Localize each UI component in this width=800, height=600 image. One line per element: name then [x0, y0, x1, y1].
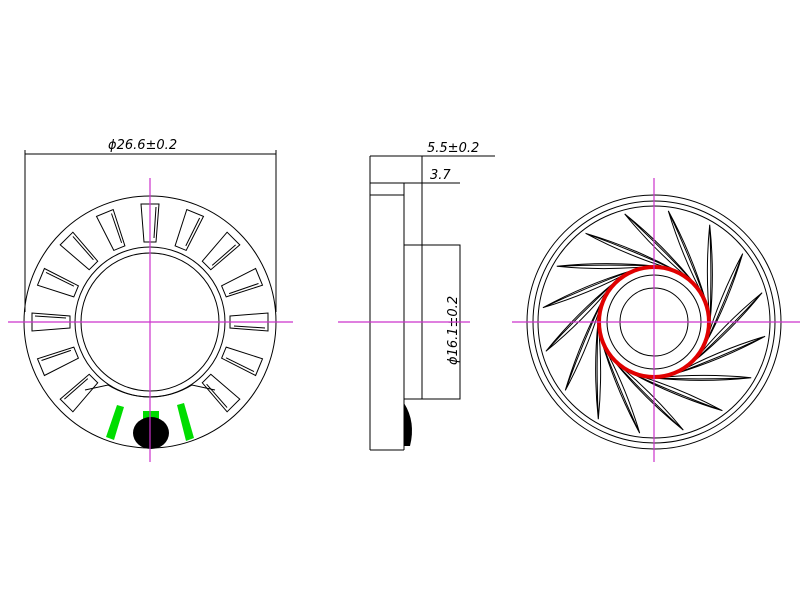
diaphragm-leaf	[601, 343, 641, 434]
vent-slot-inner-line	[111, 213, 123, 244]
vent-slot-inner-line	[45, 271, 75, 287]
diaphragm-leaves	[542, 210, 766, 434]
outer-diameter-label: ϕ26.6±0.2	[108, 138, 177, 153]
vent-slot	[201, 373, 241, 413]
vent-slot-inner-line	[211, 244, 236, 266]
side-solder-blob	[404, 403, 412, 446]
vent-slot	[31, 312, 71, 332]
vent-slot-inner-line	[185, 217, 201, 247]
vent-slot	[95, 208, 126, 252]
vent-slot-inner-line	[233, 325, 266, 329]
vent-slot	[59, 231, 99, 271]
vent-slot	[59, 373, 99, 413]
diaphragm-leaf	[585, 232, 676, 271]
front-view	[512, 178, 800, 462]
diaphragm-leaf	[542, 269, 633, 309]
side-view: 5.5±0.2 3.7 ϕ16.1±0.2	[338, 141, 495, 451]
back-view: ϕ26.6±0.2	[8, 138, 293, 462]
terminal-right	[177, 403, 194, 441]
solder-blob	[133, 417, 169, 449]
total-height-label: 5.5±0.2	[427, 141, 479, 156]
vent-slot-inner-line	[225, 357, 255, 373]
vent-slot-inner-line	[72, 236, 94, 261]
vent-slots	[31, 203, 269, 413]
vent-slot-inner-line	[206, 383, 228, 408]
diaphragm-leaf	[705, 253, 744, 344]
diaphragm-leaf	[556, 263, 655, 270]
vent-slot-inner-line	[228, 283, 259, 295]
vent-slot	[201, 231, 241, 271]
diaphragm-leaf	[545, 282, 615, 352]
diaphragm-leaf	[675, 335, 766, 375]
vent-slot-inner-line	[153, 206, 157, 239]
vent-slot	[36, 346, 80, 377]
front-diameter-label: ϕ16.1±0.2	[446, 296, 461, 365]
terminal-left	[106, 405, 124, 440]
diaphragm-leaf	[564, 300, 603, 391]
diaphragm-leaf	[595, 321, 602, 420]
diaphragm-leaf	[667, 210, 707, 301]
diaphragm-leaf	[632, 373, 723, 412]
diaphragm-leaf	[614, 361, 684, 431]
vent-slot	[140, 203, 160, 243]
vent-slot	[229, 312, 269, 332]
vent-slot	[220, 267, 264, 298]
diaphragm-leaf	[706, 224, 713, 323]
body-height-label: 3.7	[430, 168, 451, 183]
vent-slot-inner-line	[34, 315, 67, 319]
vent-slot	[220, 346, 264, 377]
diaphragm-leaf	[624, 213, 694, 283]
diaphragm-leaf	[693, 292, 763, 362]
vent-slot	[174, 208, 205, 252]
vent-slot-inner-line	[41, 349, 72, 361]
diaphragm-leaf	[653, 374, 752, 381]
vent-slot-inner-line	[64, 378, 89, 400]
vent-slot	[36, 267, 80, 298]
